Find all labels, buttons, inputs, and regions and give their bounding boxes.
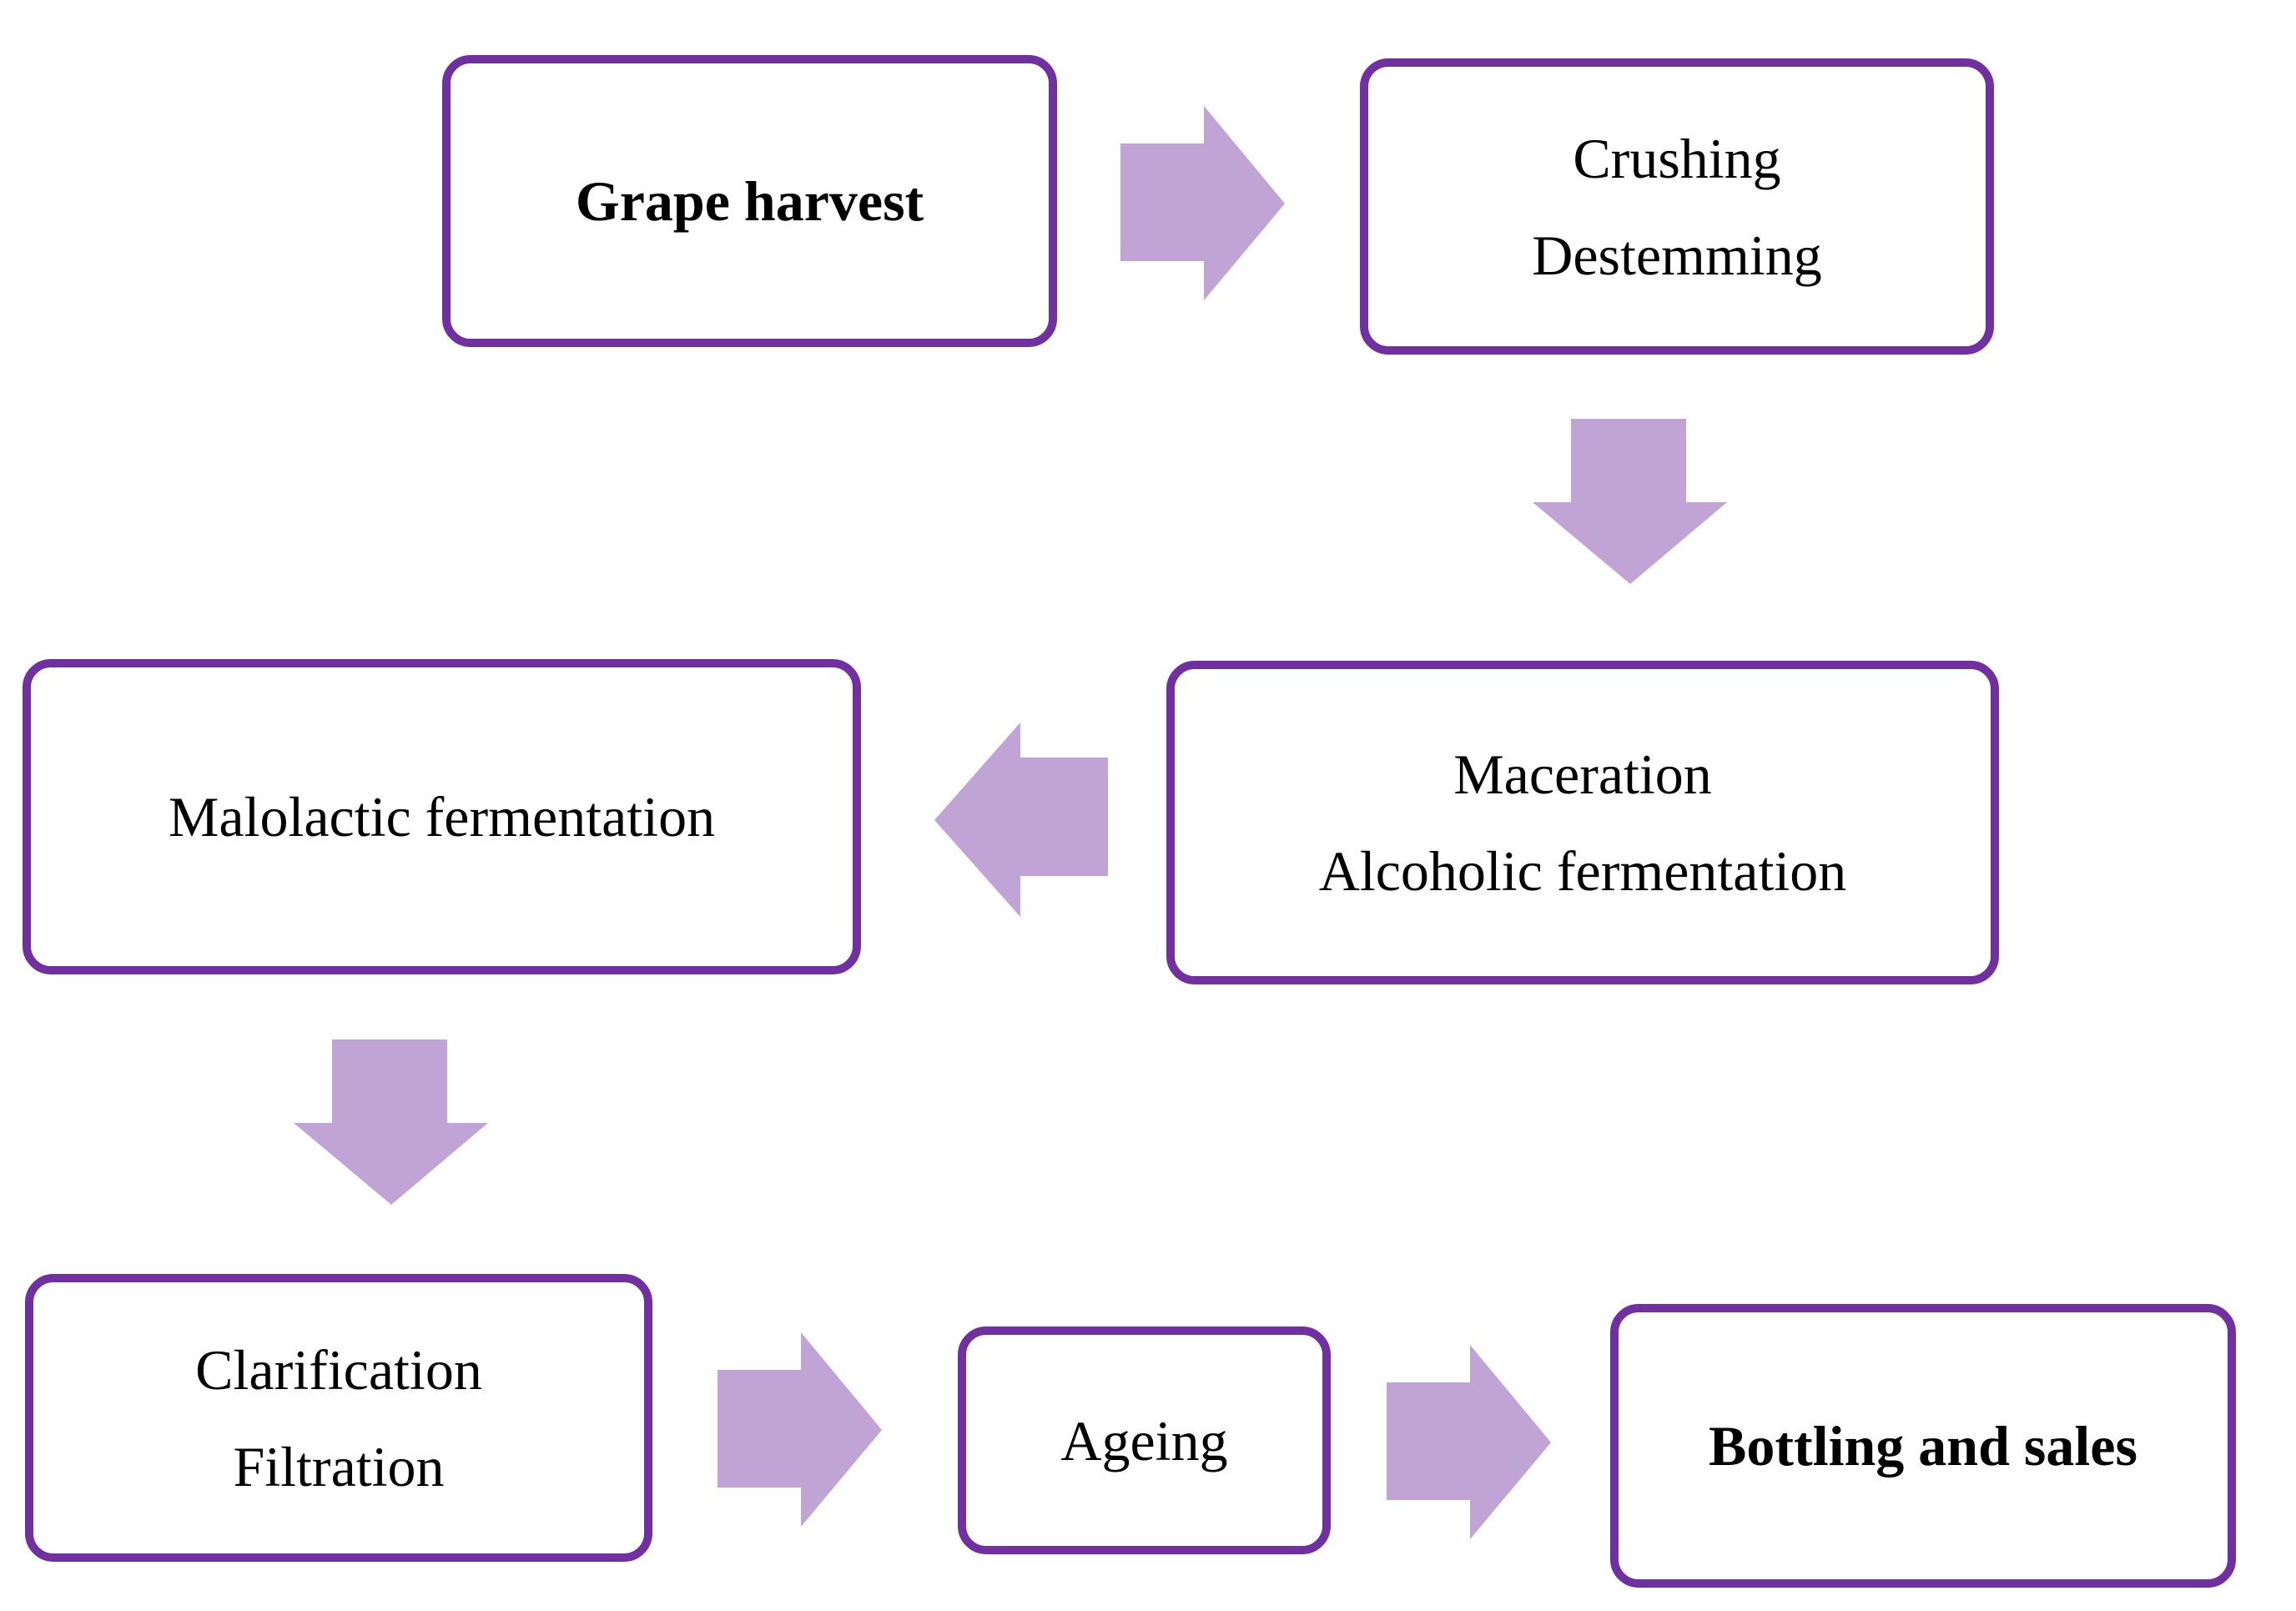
step-bottling-label: Bottling and sales	[1709, 1414, 2137, 1478]
arrow-right-clarification-to-ageing	[718, 1332, 882, 1527]
step-ageing: Ageing	[958, 1327, 1331, 1554]
arrow-right-harvest-to-crushing	[1120, 106, 1285, 300]
arrow-down-malolactic-to-clarification	[294, 1040, 488, 1205]
arrow-down-crushing-to-maceration	[1533, 419, 1727, 584]
step-crushing-line-1: Crushing	[1573, 126, 1781, 190]
step-malolactic-label: Malolactic fermentation	[168, 785, 716, 848]
step-clarification-line-2: Filtration	[233, 1434, 445, 1498]
arrow-right-ageing-to-bottling	[1387, 1345, 1551, 1539]
step-grape-harvest: Grape harvest	[442, 55, 1057, 347]
step-clarification-filtration: Clarification Filtration	[25, 1274, 652, 1562]
step-maceration-line-1: Maceration	[1453, 743, 1712, 806]
step-maceration-alcoholic-fermentation: Maceration Alcoholic fermentation	[1166, 661, 1999, 984]
step-bottling-and-sales: Bottling and sales	[1610, 1304, 2236, 1588]
step-clarification-line-1: Clarification	[195, 1337, 482, 1402]
arrow-left-maceration-to-malolactic	[934, 722, 1108, 917]
step-ageing-label: Ageing	[1060, 1408, 1228, 1473]
step-crushing-destemming: Crushing Destemming	[1360, 58, 1994, 355]
step-grape-harvest-label: Grape harvest	[575, 169, 924, 233]
step-malolactic-fermentation: Malolactic fermentation	[23, 659, 861, 974]
step-crushing-line-2: Destemming	[1532, 223, 1822, 287]
step-maceration-line-2: Alcoholic fermentation	[1318, 839, 1847, 903]
